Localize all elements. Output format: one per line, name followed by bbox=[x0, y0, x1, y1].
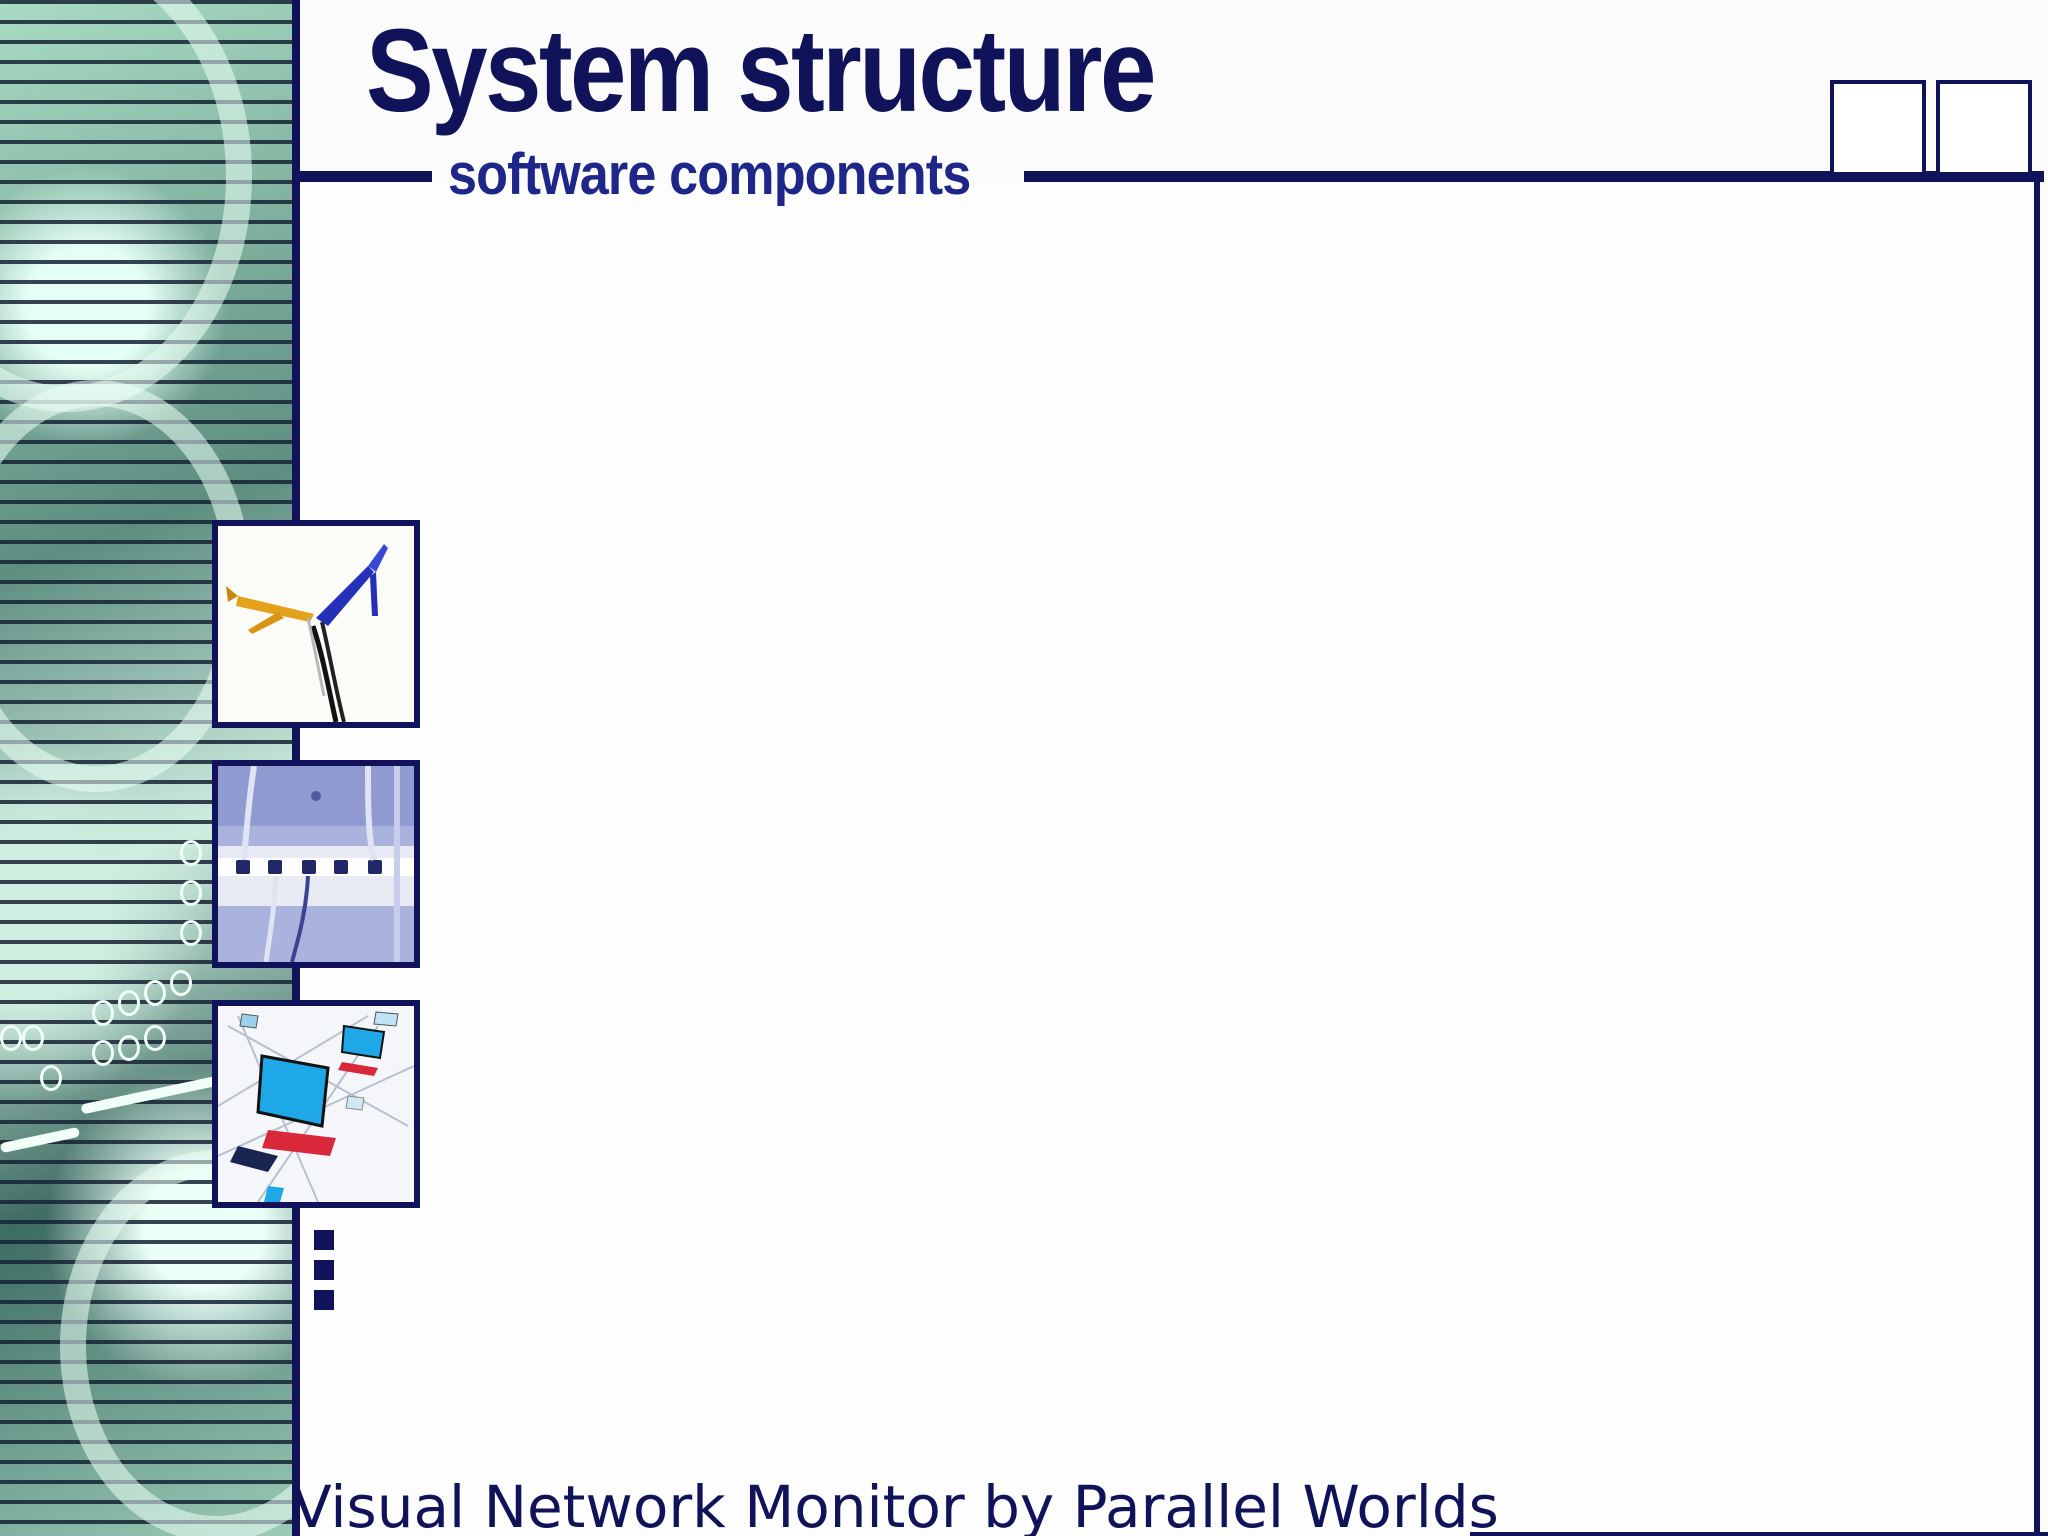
thumbnail-network bbox=[212, 1000, 420, 1208]
bullet-square bbox=[314, 1230, 334, 1250]
circuit-pad bbox=[40, 1065, 62, 1091]
circuit-pad bbox=[180, 840, 202, 866]
circuit-pad bbox=[180, 920, 202, 946]
bullet-square bbox=[314, 1290, 334, 1310]
circuit-pad bbox=[92, 1040, 114, 1066]
slide-title: System structure bbox=[366, 5, 1156, 137]
thumbnail-cables bbox=[212, 520, 420, 728]
circuit-pad bbox=[92, 1000, 114, 1026]
thumbnail-patch-panel bbox=[212, 760, 420, 968]
circuit-pad bbox=[144, 1025, 166, 1051]
bottom-divider bbox=[1470, 1532, 2048, 1536]
circuit-pad bbox=[180, 880, 202, 906]
header-rule-right bbox=[1024, 171, 2044, 182]
networked-computers-icon bbox=[218, 1006, 414, 1202]
footer-text: Visual Network Monitor by Parallel World… bbox=[292, 1473, 1499, 1536]
circuit-pad bbox=[118, 990, 140, 1016]
header-rule-left bbox=[292, 171, 432, 182]
content-area bbox=[300, 182, 2040, 1536]
circuit-pad bbox=[22, 1025, 44, 1051]
corner-box-right bbox=[1936, 80, 2032, 176]
network-patch-panel-icon bbox=[218, 766, 414, 962]
circuit-pad bbox=[170, 970, 192, 996]
bullet-square bbox=[314, 1260, 334, 1280]
alligator-clips-icon bbox=[218, 526, 414, 722]
circuit-pad bbox=[118, 1035, 140, 1061]
circuit-trace bbox=[0, 1126, 81, 1154]
circuit-trace bbox=[80, 1075, 220, 1115]
swirl-shape bbox=[0, 0, 252, 412]
circuit-pad bbox=[144, 980, 166, 1006]
slide-subtitle: software components bbox=[448, 142, 971, 207]
circuit-pad bbox=[0, 1025, 22, 1051]
corner-box-left bbox=[1830, 80, 1926, 176]
